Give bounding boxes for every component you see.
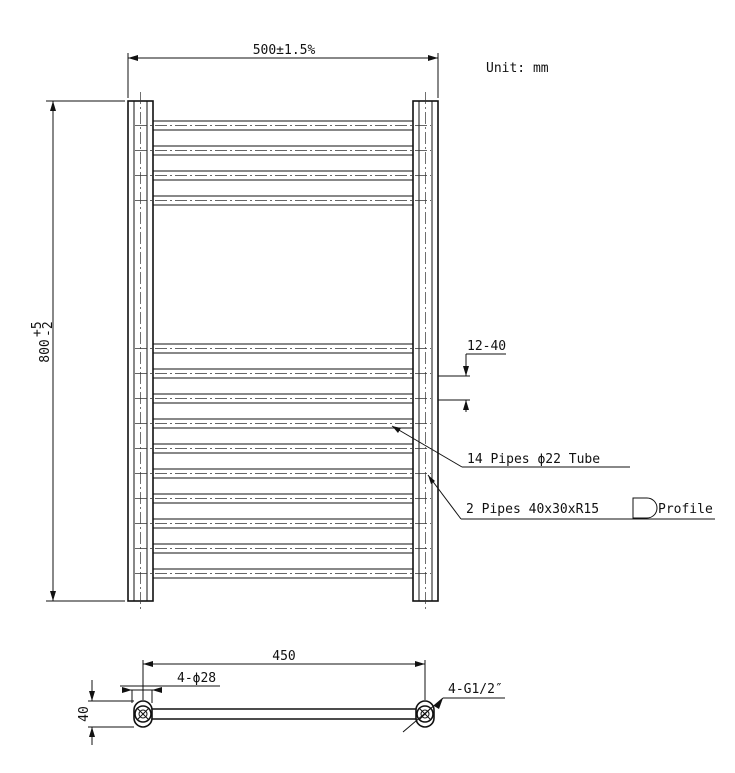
tube-10 — [135, 468, 431, 479]
tube-7 — [135, 393, 431, 404]
profile-icon — [632, 497, 658, 519]
bottom-view: 450 4-ϕ28 40 — [77, 649, 505, 745]
height-tol-lower: -2 — [41, 321, 56, 337]
tube-callout-label: 14 Pipes ϕ22 Tube — [467, 452, 600, 467]
tube-9 — [135, 443, 431, 454]
tube-4 — [135, 195, 431, 206]
width-dimension: 500±1.5% — [127, 43, 439, 98]
tube-callout: 14 Pipes ϕ22 Tube — [391, 425, 630, 468]
depth-label: 40 — [77, 706, 92, 722]
tube-13 — [135, 543, 431, 554]
width-label: 500±1.5% — [253, 43, 316, 58]
tube-14 — [135, 568, 431, 579]
tube-3 — [135, 170, 431, 181]
tube-2 — [135, 145, 431, 156]
front-view — [127, 92, 439, 610]
profile-label: Profile — [658, 502, 713, 517]
spacing-dimension: 12-40 — [438, 339, 506, 412]
tube-5 — [135, 343, 431, 354]
height-label: 800 — [38, 339, 53, 362]
tube-12 — [135, 518, 431, 529]
spacing-label: 12-40 — [467, 339, 506, 354]
right-fitting — [415, 700, 435, 728]
inlet-label: 4-ϕ28 — [177, 671, 216, 686]
rail-callout: 2 Pipes 40x30xR15 Profile — [427, 474, 715, 520]
bottom-width-label: 450 — [272, 649, 295, 664]
thread-label: 4-G1/2″ — [448, 682, 503, 697]
left-fitting — [133, 700, 153, 728]
tube-8 — [135, 418, 431, 429]
tube-11 — [135, 493, 431, 504]
tube-group — [135, 120, 431, 579]
unit-label: Unit: mm — [486, 61, 549, 76]
tube-1 — [135, 120, 431, 131]
height-dimension: 800 +5 -2 — [30, 100, 125, 602]
rail-callout-label: 2 Pipes 40x30xR15 — [466, 502, 599, 517]
height-tol-upper: +5 — [30, 321, 45, 337]
tube-6 — [135, 368, 431, 379]
